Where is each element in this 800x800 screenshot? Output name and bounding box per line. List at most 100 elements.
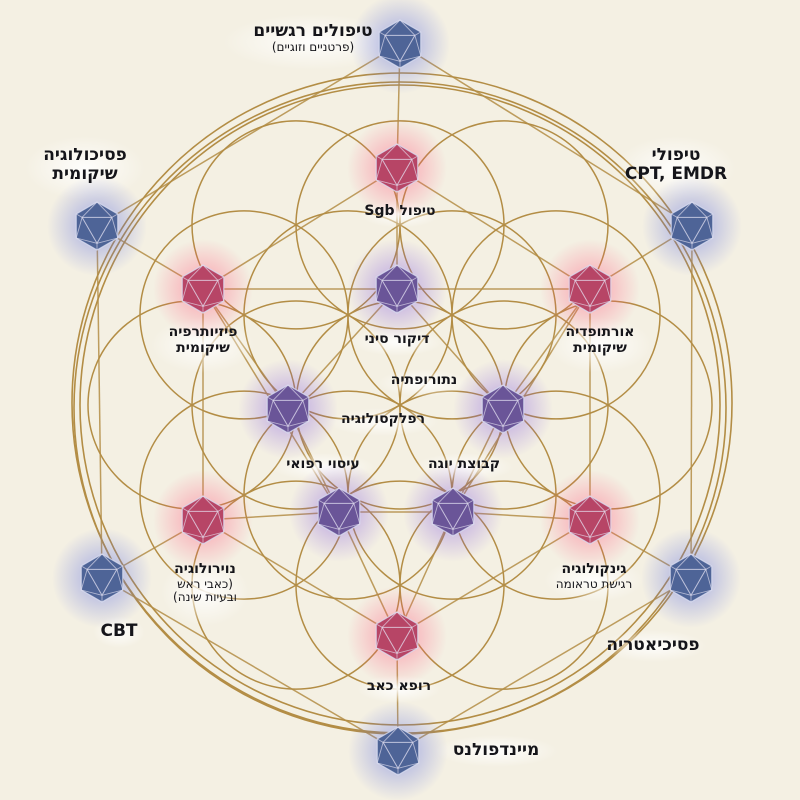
icosahedron-facet [81,216,113,245]
icosahedron-edge [382,726,399,743]
label-naturopathy: נתורופתיה [390,372,458,388]
icosahedron-edge [412,738,420,743]
icosahedron-edge [502,420,524,427]
icosahedron-edge [414,31,422,36]
icosahedron-edge [482,420,504,427]
icosahedron-edge [397,762,419,769]
icosahedron-edge [217,280,225,302]
icosahedron-edge [568,276,576,281]
icosahedron-edge [378,31,386,36]
label-halo [161,558,249,626]
icosahedron-facet [187,510,219,539]
connection-line [397,577,692,752]
label-acupuncture: דיקור סיני [364,331,430,347]
icosahedron-edge [669,569,677,591]
icosahedron-edge [202,300,224,307]
icosahedron-edge [116,569,124,591]
icosahedron-icon [266,384,310,434]
icosahedron-edge [411,627,419,649]
icosahedron-edge [266,396,274,401]
icosahedron-edge [384,19,401,36]
icosahedron-edge [481,396,489,401]
icosahedron-edge [517,396,525,401]
label-halo [351,328,443,356]
label-rehab-psychology: פסיכולוגיה שיקומית [43,145,127,185]
icosahedron-edge [80,569,88,591]
icosahedron-icon [378,19,422,69]
icosahedron-edge [287,420,309,427]
icosahedron-edge [670,589,692,596]
icosahedron-edge [569,300,591,307]
icosahedron-icon [181,264,225,314]
icosahedron-edge [676,201,693,218]
label-cpt-emdr: טיפולי CPT, EMDR [624,145,728,185]
icosahedron-edge [397,726,414,743]
icosahedron-icon [376,726,420,776]
icosahedron-icon [375,143,419,193]
connection-line [399,43,693,227]
icosahedron-edge [396,143,413,160]
icosahedron-edge [187,264,204,281]
icosahedron-edge [452,487,469,504]
icosahedron-edge [379,55,401,62]
icosahedron-edge [589,495,606,512]
icosahedron-edge [381,611,398,628]
label-sgb: טיפול Sgb [364,203,436,219]
icosahedron-edge [101,589,123,596]
icosahedron-icon [431,487,475,537]
icosahedron-facet [382,741,414,770]
icosahedron-edge [589,264,606,281]
icosahedron-icon [568,264,612,314]
label-medical-massage: עיסוי רפואי [286,456,360,472]
icosahedron-edge [396,179,418,186]
icosahedron-edge [376,300,398,307]
icosahedron-edge [432,523,454,530]
icosahedron-edge [187,495,204,512]
icosahedron-edge [412,742,420,764]
label-reflexology: רפלקסולוגיה [340,411,426,427]
icosahedron-edge [302,400,310,422]
icosahedron-edge [517,400,525,422]
icosahedron-edge [670,213,678,218]
icosahedron-edge [375,280,383,302]
icosahedron-edge [376,179,398,186]
icosahedron-edge [376,742,384,764]
icosahedron-edge [375,623,383,628]
icosahedron-edge [375,159,383,181]
icosahedron-facet [381,158,413,187]
label-halo [544,558,644,602]
icosahedron-edge [217,507,225,512]
icosahedron-edge [202,495,219,512]
icosahedron-edge [396,264,413,281]
icosahedron-edge [381,143,398,160]
icosahedron-edge [181,511,189,533]
label-gynecology: גינקולוגיה רגישת טראומה [555,561,633,591]
icosahedron-edge [706,213,714,218]
icosahedron-edge [376,647,398,654]
icosahedron-edge [396,647,418,654]
icosahedron-edge [396,300,418,307]
icosahedron-facet [323,502,355,531]
icosahedron-edge [75,213,83,218]
icosahedron-edge [414,35,422,57]
icosahedron-edge [670,217,678,239]
icosahedron-edge [381,264,398,281]
icosahedron-facet [384,34,416,63]
label-cbt: CBT [100,621,138,641]
icosahedron-edge [353,499,361,504]
icosahedron-edge [671,237,693,244]
icosahedron-edge [182,531,204,538]
icosahedron-edge [317,499,325,504]
icosahedron-facet [381,279,413,308]
label-halo [327,408,439,436]
icosahedron-facet [574,510,606,539]
icosahedron-edge [399,55,421,62]
connection-line [101,577,399,752]
icosahedron-edge [569,531,591,538]
icosahedron-edge [267,420,289,427]
icosahedron-edge [181,507,189,512]
icosahedron-edge [217,511,225,533]
icosahedron-icon [375,264,419,314]
icosahedron-edge [399,19,416,36]
